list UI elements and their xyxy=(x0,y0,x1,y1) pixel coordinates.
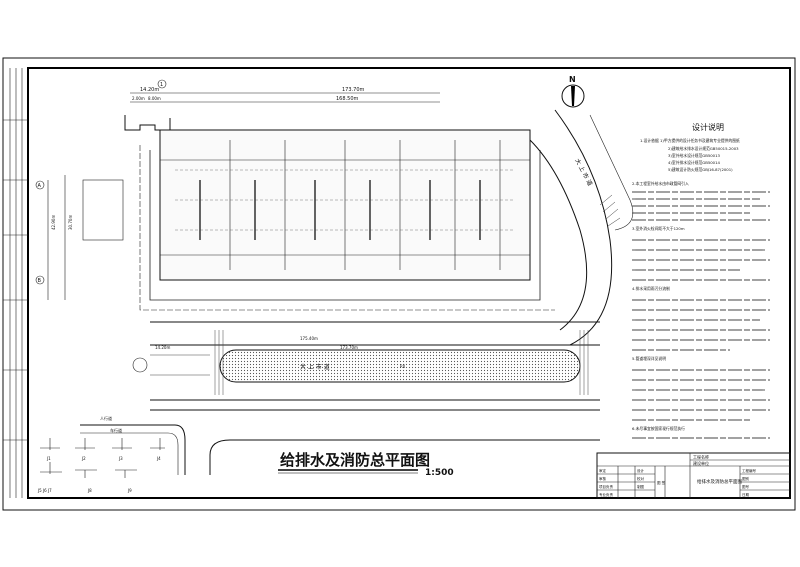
axis-label-b: B xyxy=(38,278,42,284)
road-label-south: 大 上 市 道 xyxy=(300,363,330,371)
dim-bottom-total: 173.70m xyxy=(340,345,358,350)
dim-left-a: 2.00m xyxy=(132,96,145,101)
axis-label-1: 1 xyxy=(160,82,163,88)
detail-label: J4 xyxy=(156,456,161,461)
road-label-carriageway: 车行道 xyxy=(110,427,122,433)
title-block-cell: 设计 xyxy=(637,468,645,473)
dim-side-a: 42.90m xyxy=(51,215,56,230)
outer-frame xyxy=(2,57,796,511)
existing-building xyxy=(124,115,171,131)
title-block-cell: 专业负责 xyxy=(599,492,613,497)
title-block-cell: 项目负责 xyxy=(599,484,613,489)
detail-label: J9 xyxy=(127,488,132,493)
title-block-stamp: 图 签 xyxy=(657,480,666,485)
title-block-cell: 工程编号 xyxy=(742,468,756,473)
top-dimensions: 173.70m 168.50m 14.20m 2.00m 8.00m 1 xyxy=(130,79,440,103)
left-binding-strip xyxy=(3,68,28,498)
dim-top-total: 173.70m xyxy=(342,87,364,93)
detail-label: J8 xyxy=(87,488,92,493)
road-code: R0 xyxy=(400,364,406,369)
title-block-cell: 制图 xyxy=(637,484,645,489)
notes-line: 5)建筑设计防火规范GBJ16-87(2001) xyxy=(668,167,733,172)
valve-details: J1 J2 J3 J4 J5 J6 J7 J8 J9 xyxy=(37,438,165,493)
design-notes: 设计说明 1.设计依据 1)甲方提供的设计任务书及建筑专业提供的图纸 2)建筑给… xyxy=(632,122,770,439)
title-block-cell: 校对 xyxy=(637,476,645,481)
detail-label: J2 xyxy=(81,456,86,461)
inner-frame xyxy=(27,67,791,499)
title-block-cell: 审核 xyxy=(599,476,607,481)
title-block: 工程名称 建设单位 给排水及消防总平面图 审定 审核 项目负责 专业负责 设计 … xyxy=(596,452,791,499)
road-south: 大 上 市 道 R0 175.40m 173.70m 14.20m 人行道 车行… xyxy=(80,321,600,475)
axis-label-a: A xyxy=(38,183,42,189)
notes-line: 4.排水采用雨污分流制 xyxy=(632,286,670,291)
notes-title: 设计说明 xyxy=(692,122,724,132)
notes-line: 2.本工程室外给水由市政管网引入 xyxy=(632,181,689,186)
detail-label: J3 xyxy=(118,456,123,461)
notes-line: 3.室外消火栓间距不大于120m xyxy=(632,226,685,231)
title-block-cell: 图别 xyxy=(742,476,750,481)
drawing-scale: 1:500 xyxy=(425,468,454,478)
title-block-cell: 日期 xyxy=(742,492,750,497)
notes-line: 5.管道埋深详见说明 xyxy=(632,356,666,361)
main-building-block xyxy=(139,129,555,311)
north-arrow[interactable]: N xyxy=(561,75,585,108)
title-block-cell: 审定 xyxy=(599,468,607,473)
drawing-title: 给排水及消防总平面图 xyxy=(280,451,430,469)
dim-bottom-left: 14.20m xyxy=(155,345,170,350)
title-block-drawing-name: 给排水及消防总平面图 xyxy=(697,478,742,485)
project-name-label: 工程名称 xyxy=(693,454,709,460)
dim-bottom-a: 175.40m xyxy=(300,336,318,341)
detail-label: J1 xyxy=(46,456,51,461)
north-label: N xyxy=(569,75,576,84)
detail-label: J5 J6 J7 xyxy=(37,488,52,493)
dim-side-b: 30.70m xyxy=(68,215,73,230)
notes-line: 1.设计依据 1)甲方提供的设计任务书及建筑专业提供的图纸 xyxy=(640,138,740,143)
title-block-cell: 图号 xyxy=(742,484,750,489)
client-label: 建设单位 xyxy=(693,460,709,466)
notes-line: 4)室外排水设计规范GB50014 xyxy=(668,160,720,165)
side-dimensions: A B 42.90m 30.70m xyxy=(35,175,124,300)
road-label-sidewalk: 人行道 xyxy=(100,415,112,421)
dim-left-b: 8.00m xyxy=(148,96,161,101)
dim-left-offset: 14.20m xyxy=(140,87,159,93)
notes-line: 3)室外给水设计规范GB50013 xyxy=(668,153,720,158)
notes-line: 6.未尽事宜按国家现行规范执行 xyxy=(632,426,685,431)
dim-top-inner: 168.50m xyxy=(336,96,358,102)
notes-line: 2)建筑给水排水设计规范GB50015-2003 xyxy=(668,146,739,151)
